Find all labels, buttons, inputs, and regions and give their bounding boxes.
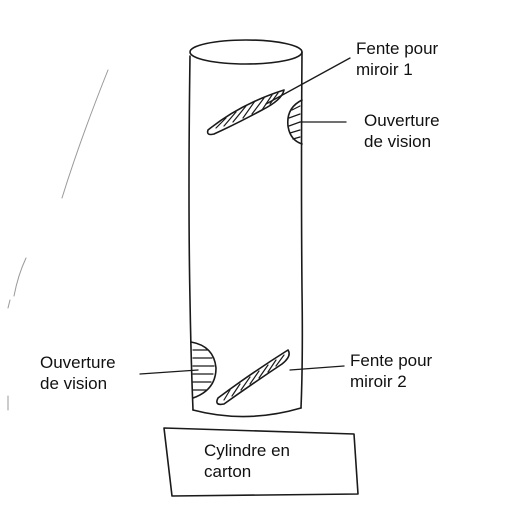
- label-bottom-viewing-opening: Ouverture de vision: [40, 353, 116, 393]
- cylinder-right-side: [300, 51, 304, 409]
- label-cardboard-cylinder: Cylindre en carton: [204, 441, 290, 481]
- cylinder-left-side: [188, 55, 194, 411]
- label-top-viewing-opening: Ouverture de vision: [364, 111, 440, 151]
- mirror-1-slot: [206, 89, 285, 136]
- cylinder-bottom-curve: [192, 407, 302, 418]
- leader-line-bottom-opening: [139, 369, 199, 375]
- top-viewing-opening: [286, 99, 303, 145]
- cylinder-top-rim: [189, 39, 303, 65]
- leader-line-mirror-2: [289, 365, 345, 371]
- stray-pencil-marks: [7, 69, 109, 411]
- leader-lines: [139, 57, 351, 375]
- bottom-viewing-opening: [190, 341, 217, 399]
- label-mirror-2-slot: Fente pour miroir 2: [350, 351, 433, 391]
- label-mirror-1-slot: Fente pour miroir 1: [356, 39, 439, 79]
- base-card: [163, 427, 359, 497]
- mirror-2-slot: [216, 349, 290, 406]
- leader-line-mirror-1: [265, 57, 351, 105]
